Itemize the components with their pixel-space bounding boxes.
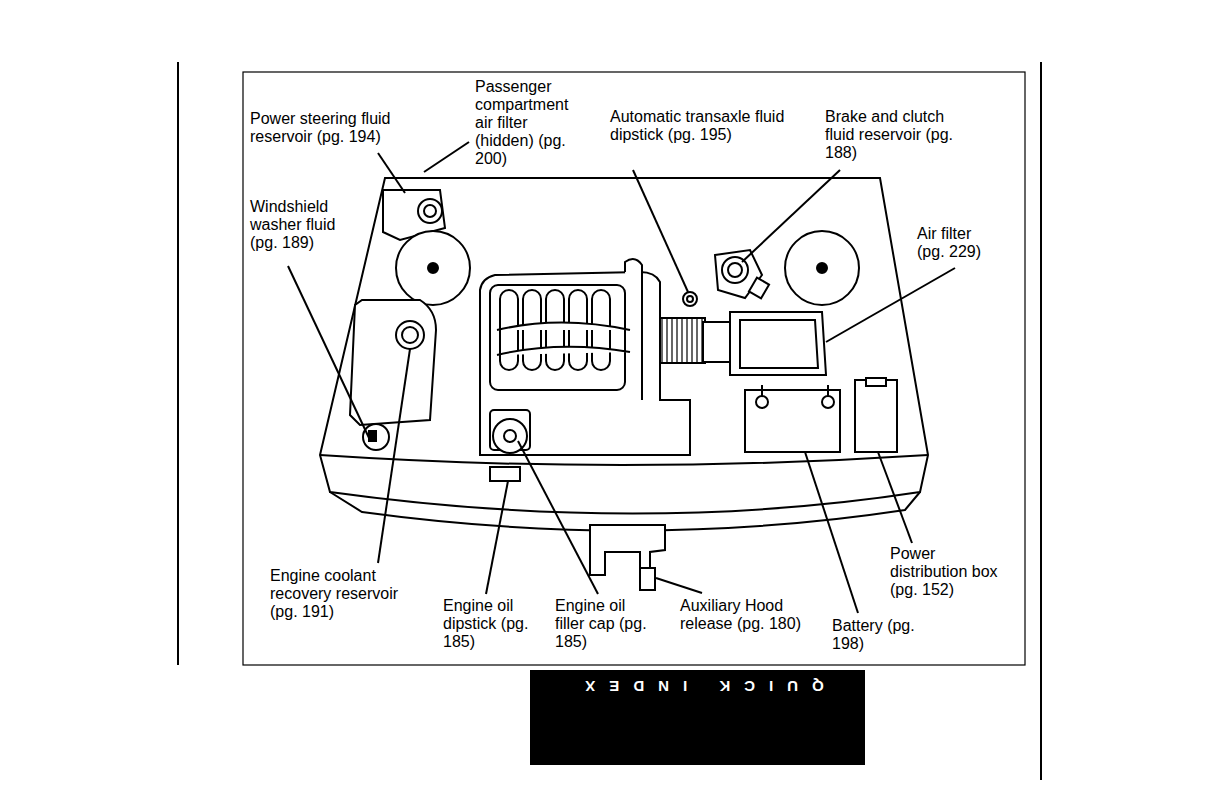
page-rule <box>177 62 179 665</box>
engine <box>497 290 630 370</box>
power-distribution-box <box>855 378 897 452</box>
leader-line <box>633 170 688 292</box>
battery <box>822 396 834 408</box>
coolant-washer-reservoir <box>402 327 418 343</box>
engine-bay <box>320 178 928 531</box>
page-rule <box>178 62 1041 780</box>
engine <box>504 430 516 442</box>
callout-label: Air filter (pg. 229) <box>917 225 1002 261</box>
battery <box>745 390 840 452</box>
engine <box>490 467 520 481</box>
callout-label: Engine coolant recovery reservoir (pg. 1… <box>270 567 430 621</box>
strut-tower <box>396 231 470 305</box>
coolant-washer-reservoir <box>350 300 436 450</box>
callout-label: Auxiliary Hood release (pg. 180) <box>680 597 810 633</box>
engine <box>480 272 690 455</box>
power-distribution-box <box>855 380 897 452</box>
callout-label: Windshield washer fluid (pg. 189) <box>250 198 350 252</box>
index-tab: QUICK INDEX <box>530 670 865 765</box>
page-rule <box>1040 62 1042 780</box>
leader-line <box>518 441 598 594</box>
leader-line <box>878 452 912 543</box>
callout-label: Automatic transaxle fluid dipstick (pg. … <box>610 108 790 144</box>
tab-text: QUICK INDEX <box>530 678 865 695</box>
leader-line <box>424 142 469 172</box>
engine-bay <box>320 178 928 514</box>
brake-reservoir <box>749 278 769 299</box>
battery <box>745 385 840 452</box>
strut-tower <box>817 263 827 273</box>
callout-label: Engine oil dipstick (pg. 185) <box>443 597 533 651</box>
coolant-washer-reservoir <box>396 321 424 349</box>
leader-line <box>378 349 410 563</box>
leader-line <box>288 266 370 440</box>
engine <box>490 285 625 390</box>
transaxle-dipstick <box>683 292 697 306</box>
brake-reservoir <box>728 263 742 277</box>
leader-line <box>656 578 702 593</box>
air-intake <box>660 312 826 375</box>
power-steering-reservoir <box>418 199 442 223</box>
air-intake <box>703 322 733 362</box>
engine <box>480 259 690 481</box>
callout-label: Passenger compartment air filter (hidden… <box>475 78 587 168</box>
leader-line <box>486 481 508 594</box>
callout-label: Engine oil filler cap (pg. 185) <box>555 597 650 651</box>
coolant-washer-reservoir <box>363 424 389 450</box>
hood-release <box>590 525 665 590</box>
air-intake <box>740 320 818 368</box>
power-steering-reservoir <box>424 205 436 217</box>
engine <box>497 347 630 355</box>
callout-label: Power steering fluid reservoir (pg. 194) <box>250 110 425 146</box>
engine-bay <box>320 455 928 465</box>
strut-tower <box>428 263 438 273</box>
transaxle-dipstick <box>687 296 693 302</box>
callout-label: Brake and clutch fluid reservoir (pg. 18… <box>825 108 975 162</box>
leader-line <box>742 170 840 262</box>
transaxle-dipstick <box>683 292 697 306</box>
engine <box>497 323 630 331</box>
callout-label: Battery (pg. 198) <box>832 617 917 653</box>
callout-label: Power distribution box (pg. 152) <box>890 545 1015 599</box>
figure-frame <box>243 72 1025 665</box>
leader-line <box>288 142 955 613</box>
leader-line <box>378 153 405 193</box>
strut-tower <box>785 231 859 305</box>
power-distribution-box <box>866 378 886 386</box>
air-intake <box>730 312 826 375</box>
leader-line <box>826 268 955 342</box>
air-intake <box>660 318 705 363</box>
hood-release <box>640 568 655 590</box>
leader-line <box>805 452 858 613</box>
battery <box>756 396 768 408</box>
coolant-washer-reservoir <box>350 300 436 425</box>
brake-reservoir <box>715 250 769 298</box>
